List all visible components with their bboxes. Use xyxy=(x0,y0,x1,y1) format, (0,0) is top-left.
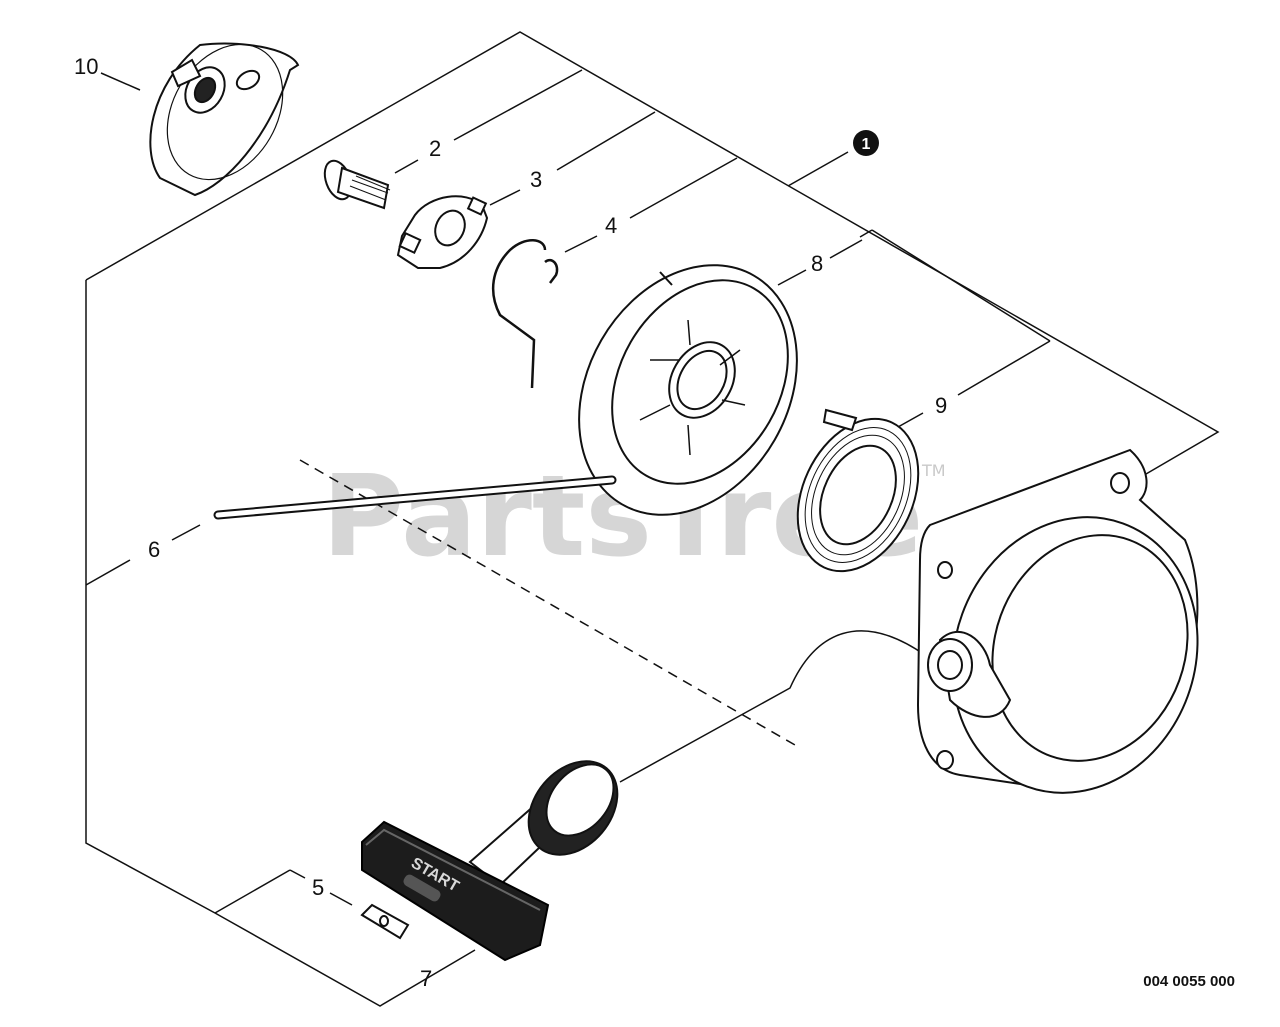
drawing-code: 004 0055 000 xyxy=(1143,973,1235,990)
part-2-bolt xyxy=(323,159,391,210)
leader-lines xyxy=(100,69,1051,783)
callout-9: 9 xyxy=(935,393,947,418)
callout-labels: 10 2 3 4 8 9 6 5 7 xyxy=(74,54,947,991)
callout-7: 7 xyxy=(420,966,432,991)
part-3-ratchet xyxy=(396,195,489,269)
callout-2: 2 xyxy=(429,136,441,161)
part-10-pulley-plate xyxy=(149,42,300,197)
part-6-starter-rope xyxy=(213,475,617,520)
callout-4: 4 xyxy=(605,213,617,238)
callout-3: 3 xyxy=(530,167,542,192)
callout-6: 6 xyxy=(148,537,160,562)
callout-10: 10 xyxy=(74,54,98,79)
part-7-start-handle: START xyxy=(361,760,619,962)
watermark-trademark: TM xyxy=(921,461,946,480)
callout-8: 8 xyxy=(811,251,823,276)
callout-5: 5 xyxy=(312,875,324,900)
part-5-handle-insert xyxy=(360,903,410,940)
part-8-pulley-reel xyxy=(578,264,798,516)
part-4-spring-clip xyxy=(492,239,559,389)
assembly-badge: 1 xyxy=(853,130,879,156)
assembly-bracket xyxy=(85,31,1220,1007)
part-9-recoil-spring xyxy=(796,408,920,573)
assembly-badge-number: 1 xyxy=(862,136,871,153)
part-1-starter-housing xyxy=(916,448,1199,794)
